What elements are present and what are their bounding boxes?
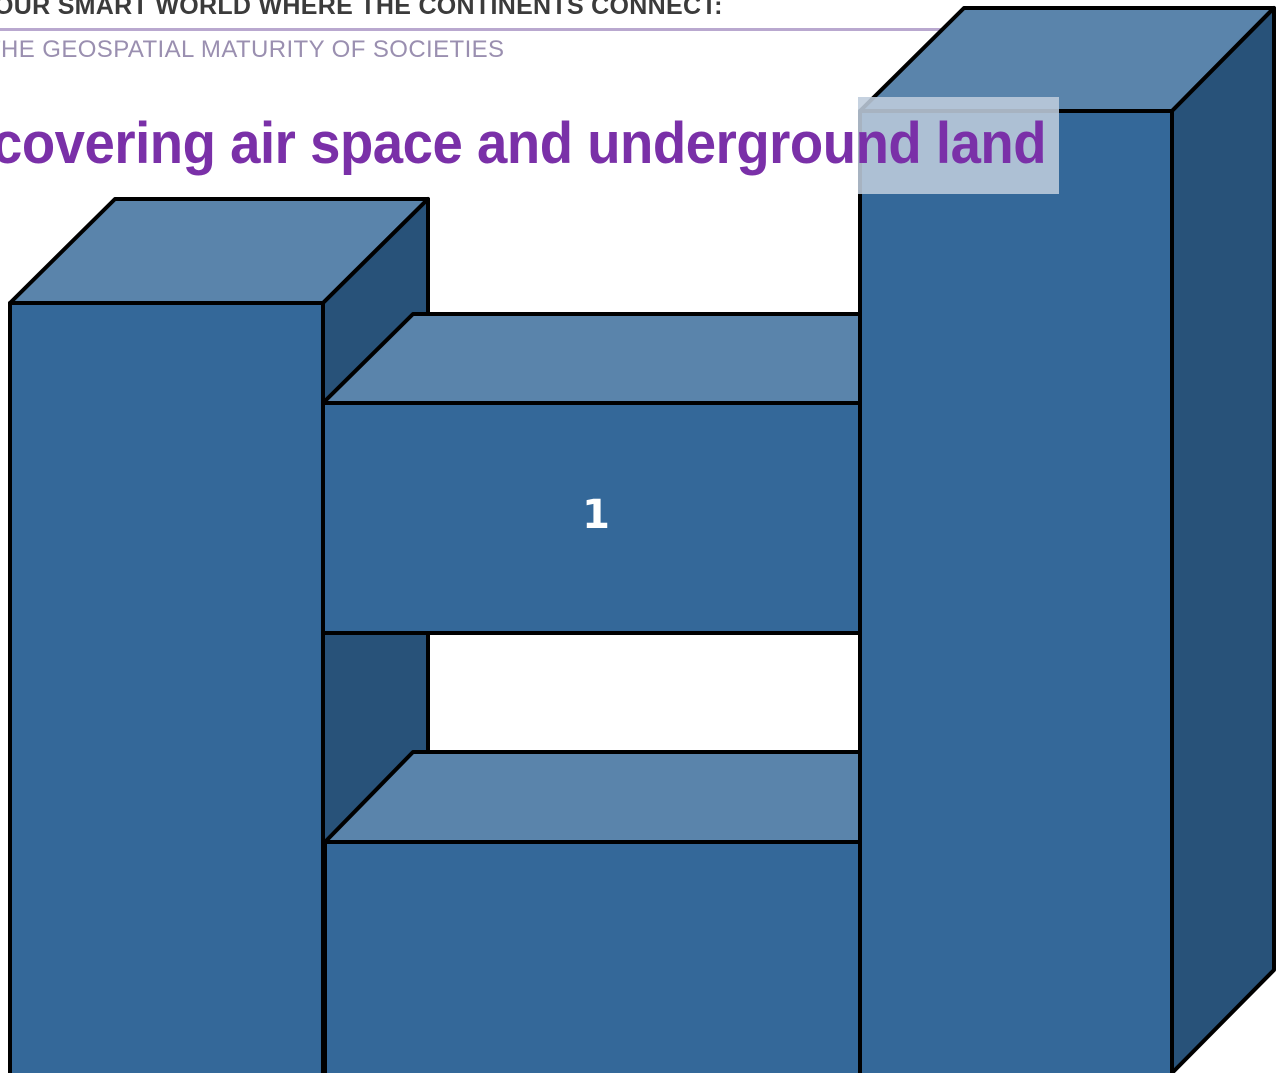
left-tower-front-face xyxy=(10,303,323,1073)
middle-lower-front-face xyxy=(325,842,870,1073)
slide-title: covering air space and underground land xyxy=(0,110,1046,177)
middle-lower-top-face xyxy=(325,752,870,842)
right-tower-side-face xyxy=(1172,8,1274,1073)
right-tower-front-face xyxy=(860,111,1172,1073)
middle-upper-block xyxy=(323,314,870,633)
middle-block-label: 1 xyxy=(560,492,632,538)
middle-upper-top-face xyxy=(323,314,870,403)
middle-lower-block xyxy=(325,752,870,1073)
